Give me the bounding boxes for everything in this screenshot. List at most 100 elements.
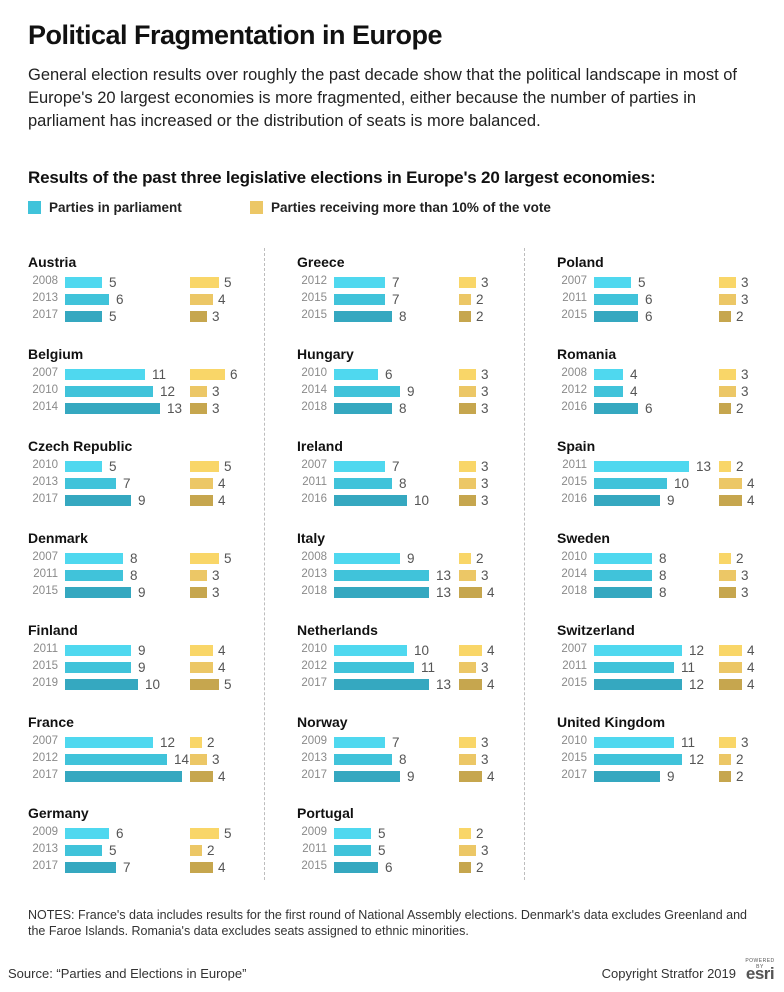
esri-powered-by: POWERED BY [745, 958, 775, 970]
election-year: 2017 [301, 769, 327, 781]
parties-bar [594, 369, 623, 380]
parties-value: 6 [385, 367, 393, 382]
election-year: 2014 [561, 568, 587, 580]
vote-value: 4 [218, 660, 226, 675]
parties-bar [594, 645, 682, 656]
election-year: 2013 [32, 843, 58, 855]
vote-bar [190, 495, 213, 506]
parties-bar [65, 495, 131, 506]
vote-value: 4 [487, 585, 495, 600]
parties-value: 7 [392, 275, 400, 290]
parties-bar [65, 478, 116, 489]
parties-value: 8 [659, 551, 667, 566]
section-title: Results of the past three legislative el… [28, 168, 656, 187]
vote-bar [190, 570, 207, 581]
election-year: 2010 [561, 735, 587, 747]
election-year: 2017 [32, 493, 58, 505]
parties-value: 7 [123, 860, 131, 875]
vote-bar [459, 553, 471, 564]
vote-value: 5 [224, 677, 232, 692]
vote-value: 2 [207, 735, 215, 750]
parties-value: 10 [414, 493, 430, 508]
election-year: 2018 [301, 585, 327, 597]
election-year: 2018 [561, 585, 587, 597]
vote-value: 3 [481, 476, 489, 491]
vote-bar [719, 478, 742, 489]
country-name: Netherlands [297, 622, 378, 638]
vote-value: 3 [481, 493, 489, 508]
election-year: 2015 [301, 292, 327, 304]
vote-bar [190, 828, 219, 839]
parties-value: 13 [696, 459, 712, 474]
vote-bar [719, 737, 736, 748]
parties-value: 7 [392, 735, 400, 750]
vote-value: 3 [212, 752, 220, 767]
country-name: Romania [557, 346, 617, 362]
vote-bar [190, 478, 213, 489]
vote-bar [190, 662, 213, 673]
parties-bar [65, 679, 138, 690]
vote-bar [459, 754, 476, 765]
vote-value: 2 [736, 459, 744, 474]
legend-parties-label: Parties in parliament [49, 199, 182, 215]
country-name: Czech Republic [28, 438, 133, 454]
parties-bar [334, 771, 400, 782]
legend-vote-swatch [250, 200, 263, 214]
parties-bar [594, 461, 689, 472]
election-year: 2017 [32, 860, 58, 872]
parties-value: 9 [667, 493, 675, 508]
vote-value: 3 [212, 309, 220, 324]
election-year: 2015 [32, 660, 58, 672]
vote-value: 4 [747, 677, 755, 692]
vote-value: 4 [218, 643, 226, 658]
vote-value: 3 [481, 568, 489, 583]
vote-bar [190, 553, 219, 564]
election-year: 2016 [561, 401, 587, 413]
election-year: 2010 [301, 643, 327, 655]
parties-bar [594, 737, 674, 748]
vote-bar [719, 386, 736, 397]
vote-bar [190, 679, 219, 690]
vote-bar [459, 737, 476, 748]
election-year: 2009 [32, 826, 58, 838]
country-name: Spain [557, 438, 596, 454]
legend-parties: Parties in parliament [28, 198, 182, 216]
parties-bar [65, 311, 102, 322]
vote-value: 4 [218, 769, 226, 784]
parties-bar [334, 311, 392, 322]
vote-value: 3 [741, 568, 749, 583]
parties-value: 6 [645, 292, 653, 307]
vote-value: 4 [487, 677, 495, 692]
parties-value: 6 [385, 860, 393, 875]
vote-value: 3 [481, 735, 489, 750]
election-year: 2018 [301, 401, 327, 413]
parties-value: 8 [659, 568, 667, 583]
parties-bar [594, 754, 682, 765]
election-year: 2007 [561, 643, 587, 655]
vote-value: 3 [741, 735, 749, 750]
parties-bar [594, 294, 638, 305]
vote-bar [190, 403, 207, 414]
election-year: 2012 [561, 384, 587, 396]
parties-value: 11 [681, 735, 696, 750]
parties-bar [594, 403, 638, 414]
country-name: Belgium [28, 346, 84, 362]
parties-value: 6 [116, 292, 124, 307]
